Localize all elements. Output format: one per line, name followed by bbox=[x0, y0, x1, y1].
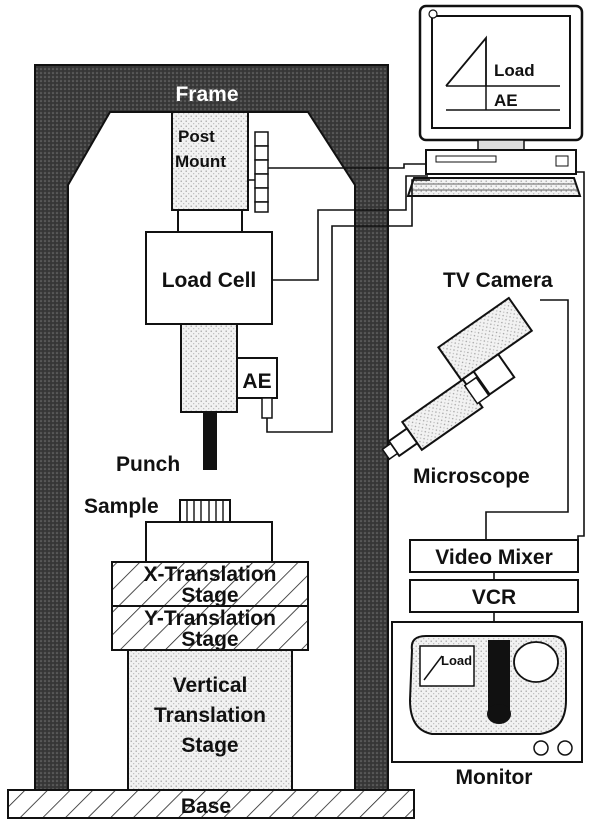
x-stage-label-1: X-Translation bbox=[143, 563, 276, 586]
y-translation-stage: Y-Translation Stage bbox=[111, 605, 309, 651]
post-mount-label-2: Mount bbox=[175, 152, 226, 171]
computer-ae-label: AE bbox=[494, 91, 518, 110]
sample-label: Sample bbox=[84, 495, 159, 518]
sensor-block bbox=[180, 323, 238, 413]
video-monitor: Load bbox=[391, 621, 583, 763]
vcr: VCR bbox=[409, 579, 579, 613]
y-stage-label-1: Y-Translation bbox=[144, 607, 276, 630]
video-mixer: Video Mixer bbox=[409, 539, 579, 573]
tv-camera bbox=[436, 296, 534, 396]
ae-sensor: AE bbox=[236, 357, 278, 419]
base-label: Base bbox=[181, 795, 231, 818]
microscope-label: Microscope bbox=[413, 465, 530, 488]
microscope bbox=[381, 376, 490, 461]
base: Base bbox=[7, 789, 415, 819]
computer-load-curve bbox=[445, 35, 487, 87]
computer-load-label: Load bbox=[494, 61, 535, 80]
tv-camera-label: TV Camera bbox=[443, 269, 553, 292]
post-mount-connector bbox=[254, 131, 269, 213]
post-mount-label-1: Post bbox=[178, 127, 215, 146]
vertical-translation-stage: Vertical Translation Stage bbox=[127, 649, 293, 791]
ae-sensor-label: AE bbox=[242, 370, 271, 393]
punch-label: Punch bbox=[116, 453, 180, 476]
wire-camera-to-mixer bbox=[485, 299, 569, 540]
x-stage-label-2: Stage bbox=[181, 584, 238, 607]
vert-stage-label-2: Translation bbox=[154, 704, 266, 727]
punch: Punch bbox=[116, 412, 217, 476]
frame-label: Frame bbox=[175, 83, 238, 106]
video-mixer-label: Video Mixer bbox=[435, 546, 553, 569]
wire-loadcell-to-computer bbox=[272, 175, 428, 281]
y-stage-label-2: Stage bbox=[181, 628, 238, 651]
load-cell-label: Load Cell bbox=[162, 269, 257, 292]
wire-ae-to-computer bbox=[266, 179, 430, 433]
vert-stage-label-3: Stage bbox=[181, 734, 238, 757]
wire-post-to-computer bbox=[268, 163, 426, 169]
sample-holder bbox=[145, 521, 273, 563]
monitor-label: Monitor bbox=[456, 766, 533, 789]
vcr-label: VCR bbox=[472, 586, 516, 609]
post-neck bbox=[177, 209, 243, 233]
vert-stage-label-1: Vertical bbox=[173, 674, 248, 697]
post-mount: Post Mount bbox=[171, 111, 269, 213]
sample: Sample bbox=[84, 495, 231, 523]
computer: Load AE bbox=[406, 4, 584, 197]
load-cell: Load Cell bbox=[145, 231, 273, 325]
monitor-load-label: Load bbox=[441, 653, 472, 668]
wire-computer-to-mixer bbox=[576, 171, 585, 540]
x-translation-stage: X-Translation Stage bbox=[111, 561, 309, 607]
wiring bbox=[266, 163, 585, 622]
